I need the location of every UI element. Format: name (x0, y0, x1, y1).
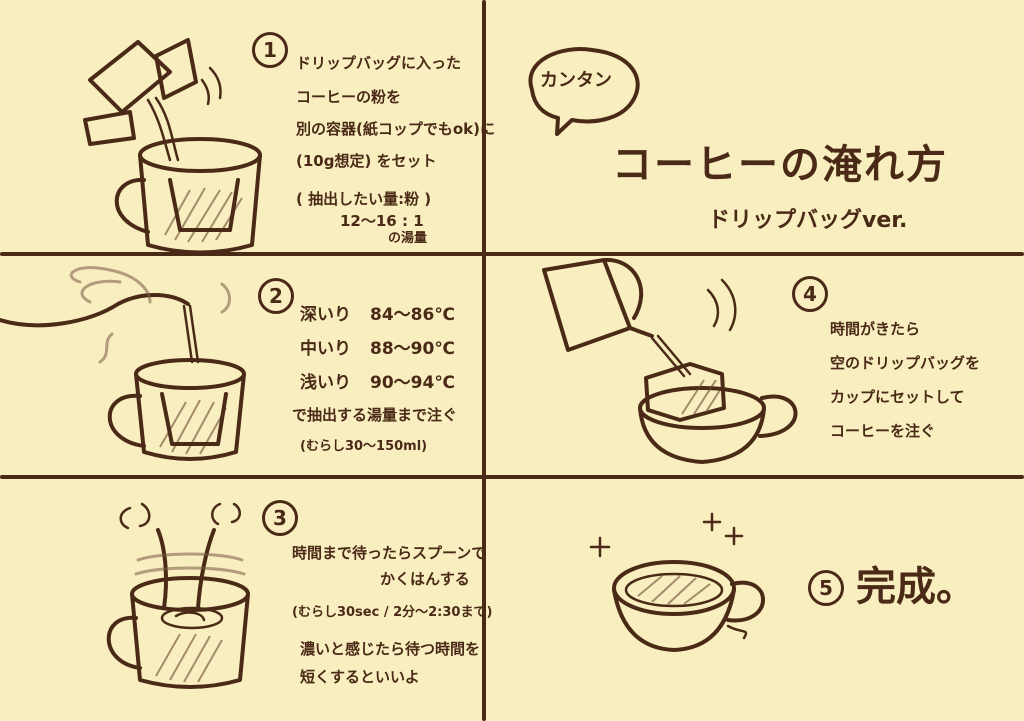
bubble-text: カンタン (540, 70, 612, 91)
step-2-instruction: で抽出する湯量まで注ぐ (292, 406, 458, 424)
step-4-line-3: カップにセットして (830, 388, 965, 406)
page-title: コーヒーの淹れ方 (612, 142, 948, 188)
step-4-illustration (542, 258, 798, 464)
step-1-ratio-2: 12〜16 : 1 (340, 212, 424, 230)
step-1-number: 1 (252, 32, 288, 68)
step-1-line-3: 別の容器(紙コップでもok)に (296, 120, 495, 138)
step-2-roast-dark: 深いり (300, 305, 351, 325)
step-1-line-4: (10g想定) をセット (296, 152, 437, 170)
center-divider (482, 0, 486, 721)
speech-bubble (528, 47, 640, 136)
step-3-note: (むらし30sec / 2分〜2:30まで) (292, 605, 493, 620)
page-subtitle: ドリップバッグver. (708, 208, 908, 233)
step-3-number: 3 (262, 500, 298, 536)
step-3-tip-1: 濃いと感じたら待つ時間を (300, 640, 481, 658)
step-1-illustration (83, 38, 262, 255)
step-2-roast-light: 浅いり (300, 373, 351, 393)
step-5-illustration (589, 512, 765, 652)
step-5-complete: 完成。 (856, 564, 976, 610)
step-2-temp-medium: 88〜90℃ (370, 339, 455, 359)
step-1-line-2: コーヒーの粉を (296, 88, 402, 106)
step-2-temp-light: 90〜94℃ (370, 373, 455, 393)
step-3-line-1: 時間まで待ったらスプーンで (292, 544, 487, 562)
step-5-number: 5 (808, 570, 844, 606)
step-3-tip-2: 短くするといいよ (300, 668, 420, 686)
step-2-temp-dark: 84〜86℃ (370, 305, 455, 325)
step-4-line-1: 時間がきたら (830, 320, 921, 338)
step-1-ratio-3: の湯量 (388, 231, 428, 246)
step-3-illustration (106, 502, 250, 689)
step-4-line-4: コーヒーを注ぐ (830, 422, 936, 440)
step-2-number: 2 (258, 278, 294, 314)
step-4-number: 4 (792, 276, 828, 312)
step-4-line-2: 空のドリップバッグを (830, 354, 981, 372)
row-divider-2 (0, 475, 1024, 479)
row-divider-1 (0, 252, 1024, 256)
step-1-line-1: ドリップバッグに入った (296, 54, 462, 72)
step-2-note: (むらし30〜150ml) (300, 439, 428, 454)
step-2-illustration (0, 266, 246, 461)
step-1-ratio-1: ( 抽出したい量:粉 ) (296, 190, 432, 208)
step-3-line-2: かくはんする (380, 570, 470, 588)
step-2-roast-medium: 中いり (300, 339, 351, 359)
